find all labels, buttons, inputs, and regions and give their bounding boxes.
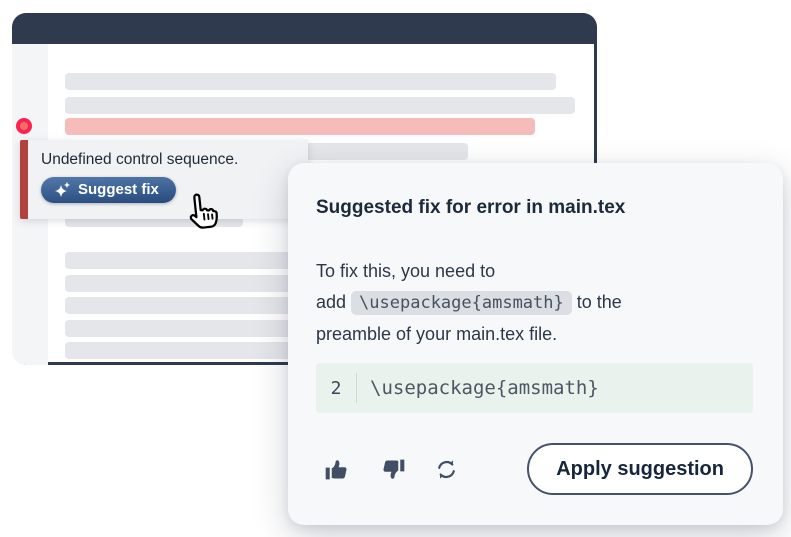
body-line1: To fix this, you need to bbox=[316, 261, 496, 281]
suggestion-body-text: To fix this, you need to add \usepackage… bbox=[316, 256, 753, 350]
regenerate-button[interactable] bbox=[434, 457, 459, 482]
body-line2-suffix: to the bbox=[571, 292, 622, 312]
suggest-fix-button[interactable]: Suggest fix bbox=[41, 177, 176, 203]
body-line3: preamble of your main.tex file. bbox=[316, 324, 558, 344]
error-tooltip: Undefined control sequence. Suggest fix bbox=[20, 140, 308, 219]
suggestion-card: Suggested fix for error in main.tex To f… bbox=[288, 163, 783, 525]
sparkle-icon bbox=[54, 181, 71, 198]
error-marker-dot[interactable] bbox=[16, 118, 32, 134]
refresh-icon bbox=[434, 460, 459, 485]
code-gutter-divider bbox=[356, 373, 357, 403]
inline-code-chip: \usepackage{amsmath} bbox=[351, 291, 572, 315]
suggestion-card-title: Suggested fix for error in main.tex bbox=[316, 197, 626, 218]
error-line-highlight bbox=[65, 118, 535, 135]
thumbs-up-button[interactable] bbox=[324, 457, 351, 482]
cursor-pointer-icon bbox=[181, 191, 222, 240]
code-snippet-text: \usepackage{amsmath} bbox=[370, 377, 599, 399]
error-message-text: Undefined control sequence. bbox=[41, 151, 239, 168]
placeholder-line bbox=[65, 73, 556, 90]
thumbs-down-icon bbox=[379, 459, 406, 485]
code-line-number: 2 bbox=[330, 377, 342, 399]
suggest-fix-label: Suggest fix bbox=[78, 181, 159, 198]
editor-header-bar bbox=[12, 13, 597, 44]
apply-suggestion-button[interactable]: Apply suggestion bbox=[527, 443, 753, 495]
code-snippet-block: 2 \usepackage{amsmath} bbox=[316, 363, 753, 413]
body-line2-prefix: add bbox=[316, 292, 352, 312]
suggestion-card-footer: Apply suggestion bbox=[316, 443, 753, 495]
thumbs-down-button[interactable] bbox=[379, 457, 406, 482]
placeholder-line bbox=[65, 97, 575, 114]
thumbs-up-icon bbox=[324, 459, 351, 485]
